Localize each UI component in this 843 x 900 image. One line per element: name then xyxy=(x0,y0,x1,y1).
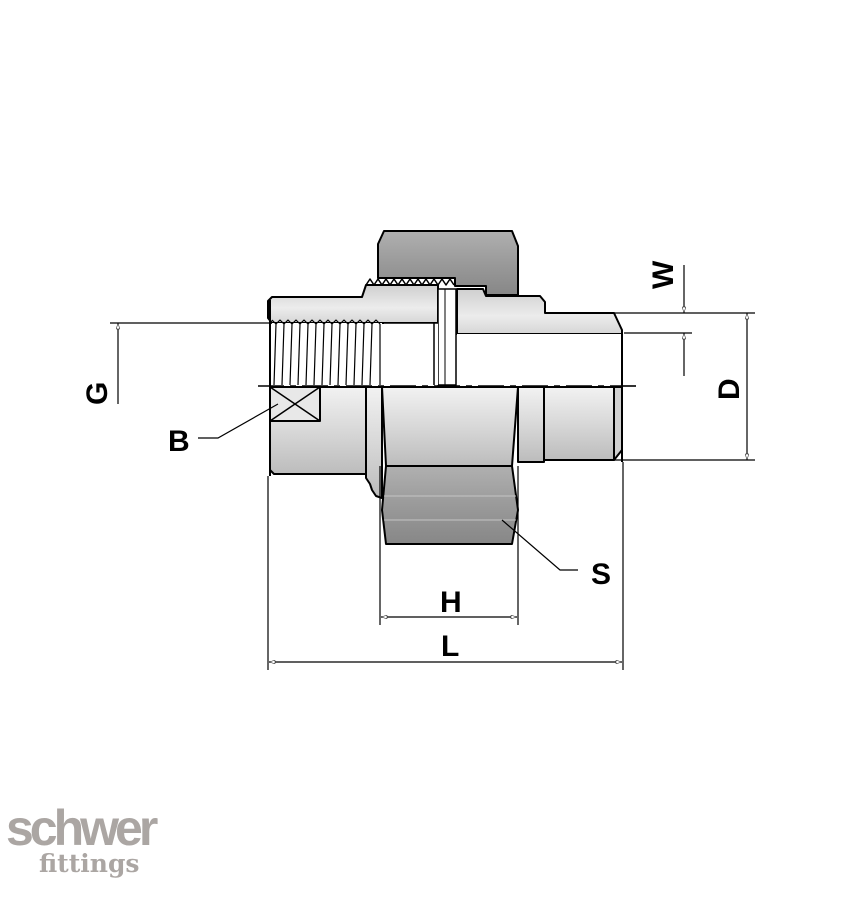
label-L: L xyxy=(441,630,459,663)
outer-thread xyxy=(365,278,455,286)
tail-bore xyxy=(457,334,622,385)
section-upper-half xyxy=(267,230,623,476)
internal-thread-lines xyxy=(273,323,381,386)
label-B: B xyxy=(168,425,190,458)
logo-sub-text: fittings xyxy=(39,849,140,878)
nut-hex-lower-face xyxy=(381,465,519,545)
internal-thread xyxy=(271,319,381,325)
female-body-upper xyxy=(267,284,439,324)
union-nut-upper xyxy=(377,230,519,296)
exterior-lower-half xyxy=(269,386,623,545)
label-S: S xyxy=(591,558,611,591)
label-H: H xyxy=(440,586,462,619)
gasket-ring xyxy=(437,288,457,386)
brand-logo: schwer fittings xyxy=(6,800,158,878)
tail-chamfer-lower xyxy=(613,386,623,461)
label-W: W xyxy=(647,260,680,289)
tail-piece-upper xyxy=(456,288,623,335)
tail-stub-lower xyxy=(543,386,615,461)
label-G: G xyxy=(81,382,114,405)
inner-clearance xyxy=(384,323,438,385)
dimensions xyxy=(110,265,755,670)
logo-brand-text: schwer xyxy=(6,800,158,856)
nut-hex-upper-face xyxy=(381,386,519,467)
label-D: D xyxy=(713,378,746,400)
female-bore xyxy=(272,323,382,385)
tail-piece-lower xyxy=(517,386,545,463)
